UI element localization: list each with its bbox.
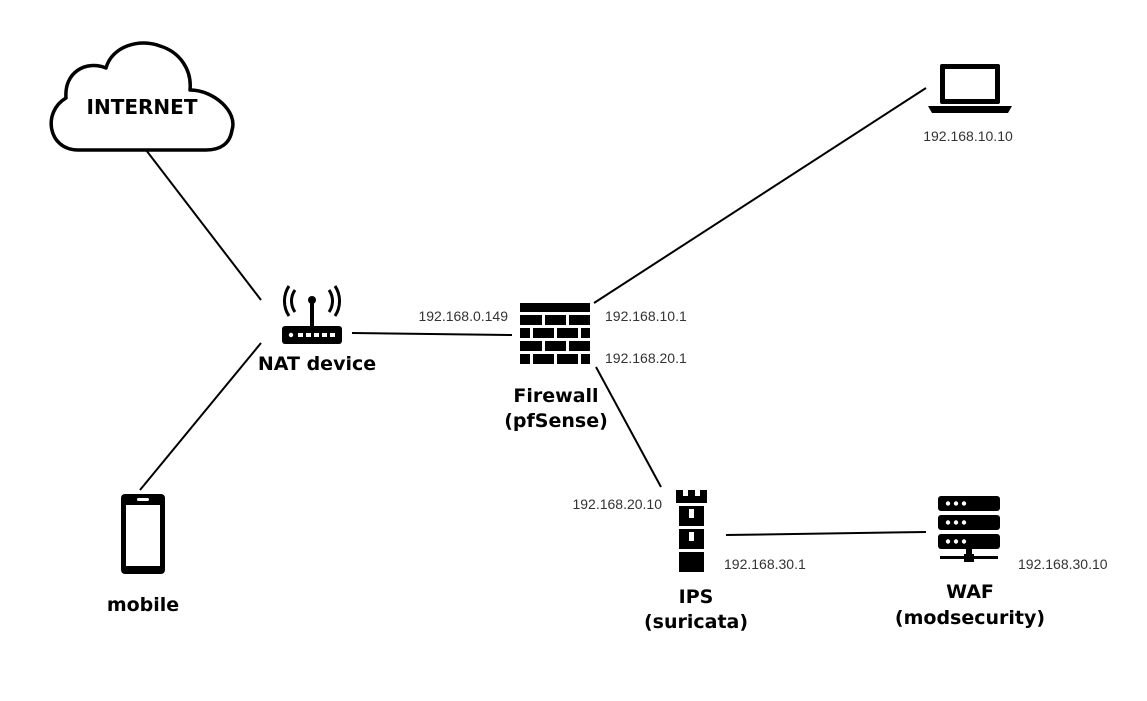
link-firewall-ips	[595, 366, 662, 488]
firewall: Firewall (pfSense) 192.168.0.149 192.168…	[418, 303, 687, 432]
firewall-wan-ip: 192.168.0.149	[418, 308, 508, 324]
internet-cloud-icon: INTERNET	[49, 41, 235, 152]
nat-device: NAT device	[258, 285, 376, 375]
mobile-device: mobile	[107, 494, 179, 616]
firewall-lan1-ip: 192.168.10.1	[605, 308, 687, 324]
laptop-icon	[928, 64, 1012, 113]
firewall-label-line2: (pfSense)	[504, 410, 608, 432]
laptop-ip: 192.168.10.10	[923, 128, 1013, 144]
ips-in-ip: 192.168.20.10	[572, 496, 662, 512]
internet-label: INTERNET	[87, 95, 198, 119]
link-firewall-laptop	[593, 87, 927, 304]
laptop-device: 192.168.10.10	[923, 64, 1013, 144]
nat-device-label: NAT device	[258, 353, 376, 375]
smartphone-icon	[121, 494, 165, 574]
ips-out-ip: 192.168.30.1	[724, 556, 806, 572]
waf-label-line1: WAF	[946, 581, 994, 603]
tower-icon	[676, 490, 707, 572]
firewall-brick-icon	[520, 303, 590, 364]
ips-label-line1: IPS	[679, 586, 714, 608]
waf-label-line2: (modsecurity)	[895, 607, 1045, 629]
mobile-label: mobile	[107, 594, 179, 616]
link-nat-firewall	[351, 332, 513, 336]
link-internet-nat	[145, 149, 262, 301]
firewall-label-line1: Firewall	[513, 385, 598, 407]
ips-label-line2: (suricata)	[644, 611, 748, 633]
waf-ip: 192.168.30.10	[1018, 556, 1108, 572]
links	[139, 87, 927, 536]
router-icon	[282, 285, 342, 344]
firewall-lan2-ip: 192.168.20.1	[605, 350, 687, 366]
link-nat-mobile	[139, 342, 262, 491]
server-rack-icon	[938, 496, 1000, 562]
waf: WAF (modsecurity) 192.168.30.10	[895, 496, 1108, 629]
ips: IPS (suricata) 192.168.20.10 192.168.30.…	[572, 490, 806, 633]
link-ips-waf	[725, 531, 927, 536]
